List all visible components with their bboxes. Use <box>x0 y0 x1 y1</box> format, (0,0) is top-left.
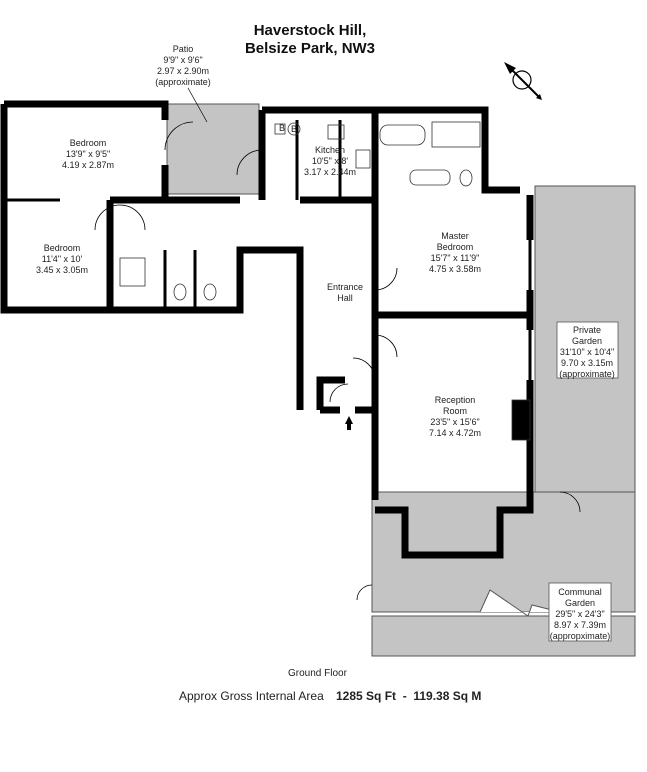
room-name: Reception <box>435 395 476 405</box>
room-name: Bedroom <box>44 243 81 253</box>
doors <box>94 121 581 601</box>
room-name: Private <box>573 325 601 335</box>
room-name: Room <box>443 406 467 416</box>
room-imperial: 15'7" x 11'9" <box>431 253 480 263</box>
room-imperial: 11'4" x 10' <box>42 254 83 264</box>
room-imperial: 9'9" x 9'6" <box>163 55 202 65</box>
room-name: Garden <box>565 598 595 608</box>
break-line <box>479 589 561 617</box>
communal-garden-label: Communal Garden 29'5" x 24'3" 8.97 x 7.3… <box>548 582 612 642</box>
room-imperial: 29'5" x 24'3" <box>555 609 604 619</box>
room-name: Hall <box>337 293 353 303</box>
room-name: Patio <box>173 44 194 54</box>
room-name: Master <box>441 231 469 241</box>
kitchen-label: B B Kitchen 10'5" x 8' 3.17 x 2.44m <box>279 123 356 177</box>
room-metric: 9.70 x 3.15m <box>561 358 613 368</box>
room-imperial: 31'10" x 10'4" <box>560 347 614 357</box>
title-line-1: Haverstock Hill, <box>254 22 367 39</box>
patio-label: Patio 9'9" x 9'6" 2.97 x 2.90m (approxim… <box>155 44 211 123</box>
area-label: Approx Gross Internal Area <box>179 689 324 703</box>
room-imperial: 23'5" x 15'6" <box>430 417 479 427</box>
room-name: Entrance <box>327 282 363 292</box>
walls <box>0 100 534 559</box>
room-imperial: 10'5" x 8' <box>312 156 348 166</box>
room-name: Kitchen <box>315 145 345 155</box>
floor-label: Ground Floor <box>288 668 347 679</box>
room-metric: 7.14 x 4.72m <box>429 428 481 438</box>
reception-room-label: Reception Room 23'5" x 15'6" 7.14 x 4.72… <box>429 395 481 438</box>
room-metric: 3.45 x 3.05m <box>36 265 88 275</box>
room-note: (approximate) <box>155 77 211 87</box>
room-name: Bedroom <box>437 242 474 252</box>
title-line-2: Belsize Park, NW3 <box>245 40 375 57</box>
patio-area <box>166 103 260 195</box>
fixtures <box>119 121 531 441</box>
room-imperial: 13'9" x 9'5" <box>66 149 110 159</box>
boiler-label: B <box>279 123 285 133</box>
room-name: Communal <box>558 587 602 597</box>
room-name: Bedroom <box>70 138 107 148</box>
room-metric: 3.17 x 2.44m <box>304 167 356 177</box>
bedroom-1-label: Bedroom 13'9" x 9'5" 4.19 x 2.87m <box>62 138 114 170</box>
room-metric: 4.19 x 2.87m <box>62 160 114 170</box>
room-metric: 4.75 x 3.58m <box>429 264 481 274</box>
room-note: (approximate) <box>559 369 615 379</box>
bedroom-2-label: Bedroom 11'4" x 10' 3.45 x 3.05m <box>36 243 88 275</box>
entrance-hall-label: Entrance Hall <box>327 282 363 303</box>
north-arrow-compass-icon <box>504 62 542 100</box>
private-garden-label: Private Garden 31'10" x 10'4" 9.70 x 3.1… <box>556 321 619 379</box>
room-metric: 2.97 x 2.90m <box>157 66 209 76</box>
entrance-arrow-icon <box>345 416 353 430</box>
room-note: (appropximate) <box>550 631 611 641</box>
boiler-label: B <box>291 124 297 134</box>
area-value: 1285 Sq Ft - 119.38 Sq M <box>336 689 482 703</box>
room-metric: 8.97 x 7.39m <box>554 620 606 630</box>
room-name: Garden <box>572 336 602 346</box>
master-bedroom-label: Master Bedroom 15'7" x 11'9" 4.75 x 3.58… <box>429 231 481 274</box>
